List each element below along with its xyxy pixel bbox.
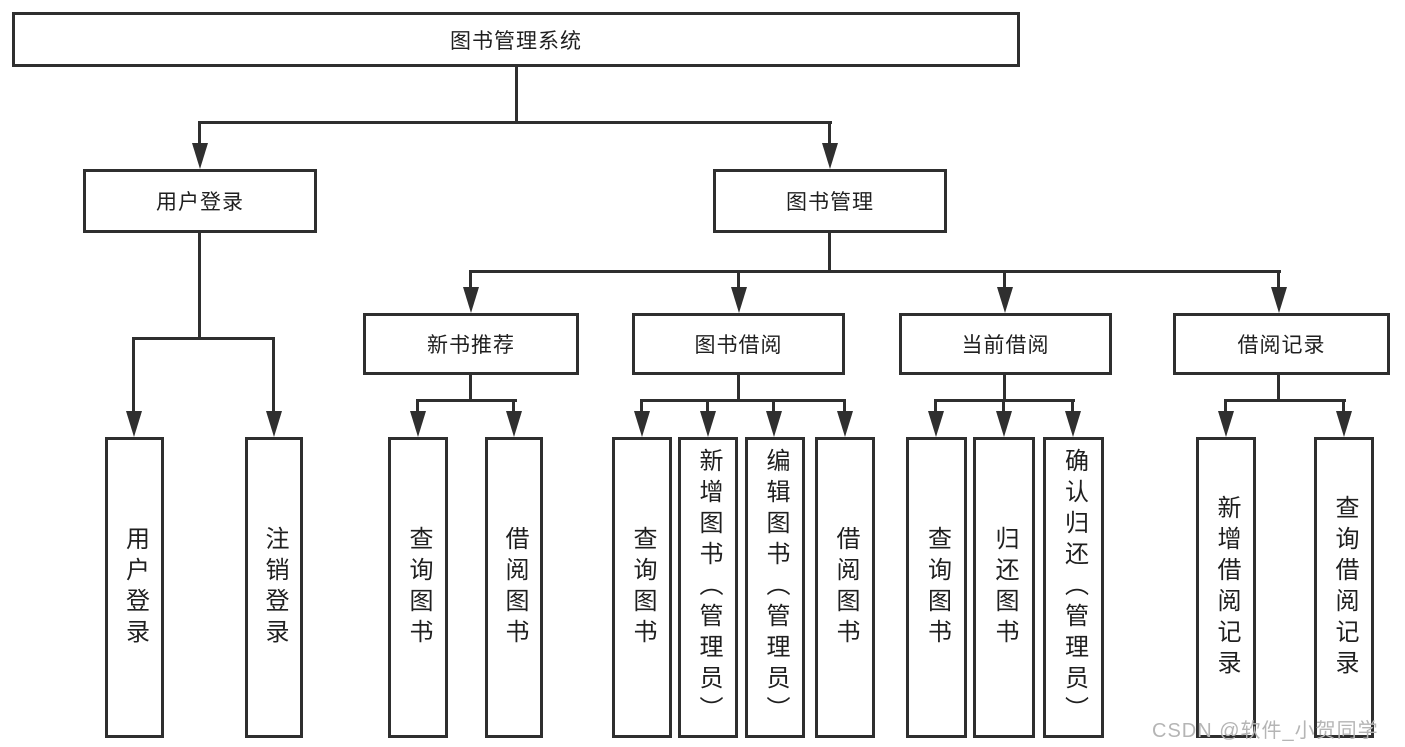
leaf-confirm-return-admin-label: 确认归还（管理员） [1060, 448, 1088, 727]
leaf-edit-book-admin-label: 编辑图书（管理员） [762, 448, 789, 727]
node-user-login: 用户登录 [83, 169, 317, 233]
tree-arrowhead-down [192, 143, 208, 169]
leaf-query-books-recommend-label: 查询图书 [405, 525, 432, 650]
tree-connector-line [198, 121, 201, 147]
tree-connector-line [772, 399, 775, 413]
leaf-query-books-borrowing: 查询图书 [612, 437, 672, 738]
leaf-user-login: 用户登录 [105, 437, 164, 738]
leaf-query-books-current-label: 查询图书 [923, 525, 951, 650]
tree-connector-line [469, 270, 1281, 273]
tree-connector-line [737, 270, 740, 290]
tree-arrowhead-down [634, 411, 650, 437]
tree-arrowhead-down [928, 411, 944, 437]
tree-connector-line [198, 233, 201, 340]
leaf-query-books-borrowing-label: 查询图书 [629, 525, 656, 650]
tree-connector-line [132, 337, 275, 340]
tree-connector-line [1277, 375, 1280, 401]
tree-arrowhead-down [1271, 287, 1287, 313]
tree-connector-line [132, 337, 135, 412]
node-borrowing-records: 借阅记录 [1173, 313, 1390, 375]
tree-connector-line [828, 233, 831, 273]
node-root: 图书管理系统 [12, 12, 1020, 67]
leaf-query-borrow-record: 查询借阅记录 [1314, 437, 1374, 738]
tree-arrowhead-down [126, 411, 142, 437]
leaf-query-borrow-record-label: 查询借阅记录 [1331, 494, 1358, 681]
tree-connector-line [512, 399, 515, 413]
leaf-edit-book-admin: 编辑图书（管理员） [745, 437, 805, 738]
tree-connector-line [515, 67, 518, 124]
tree-arrowhead-down [506, 411, 522, 437]
tree-connector-line [416, 399, 419, 413]
tree-connector-line [1071, 399, 1074, 413]
tree-connector-line [416, 399, 517, 402]
leaf-add-book-admin: 新增图书（管理员） [678, 437, 738, 738]
leaf-add-borrow-record-label: 新增借阅记录 [1213, 494, 1240, 681]
tree-arrowhead-down [1218, 411, 1234, 437]
node-current-borrowing: 当前借阅 [899, 313, 1112, 375]
tree-connector-line [1224, 399, 1346, 402]
tree-arrowhead-down [1336, 411, 1352, 437]
tree-arrowhead-down [766, 411, 782, 437]
tree-connector-line [934, 399, 937, 413]
leaf-return-book: 归还图书 [973, 437, 1035, 738]
tree-connector-line [1224, 399, 1227, 413]
leaf-return-book-label: 归还图书 [991, 525, 1018, 650]
tree-arrowhead-down [266, 411, 282, 437]
node-new-book-recommendation: 新书推荐 [363, 313, 579, 375]
leaf-borrow-books-recommend: 借阅图书 [485, 437, 543, 738]
leaf-query-books-recommend: 查询图书 [388, 437, 448, 738]
tree-arrowhead-down [463, 287, 479, 313]
tree-connector-line [640, 399, 846, 402]
tree-connector-line [272, 337, 275, 412]
tree-connector-line [1003, 375, 1006, 401]
tree-arrowhead-down [837, 411, 853, 437]
leaf-confirm-return-admin: 确认归还（管理员） [1043, 437, 1104, 738]
tree-connector-line [843, 399, 846, 413]
leaf-borrow-books-recommend-label: 借阅图书 [501, 525, 528, 650]
node-book-borrowing: 图书借阅 [632, 313, 845, 375]
tree-arrowhead-down [822, 143, 838, 169]
leaf-user-login-label: 用户登录 [121, 525, 149, 650]
csdn-watermark: CSDN @软件_小贺同学 [1152, 720, 1379, 742]
leaf-add-book-admin-label: 新增图书（管理员） [695, 448, 722, 727]
tree-arrowhead-down [997, 287, 1013, 313]
tree-connector-line [828, 121, 831, 147]
tree-connector-line [640, 399, 643, 413]
tree-arrowhead-down [996, 411, 1012, 437]
leaf-query-books-current: 查询图书 [906, 437, 967, 738]
leaf-logout-label: 注销登录 [261, 525, 288, 650]
tree-connector-line [1342, 399, 1345, 413]
leaf-borrow-books-borrowing: 借阅图书 [815, 437, 875, 738]
tree-arrowhead-down [731, 287, 747, 313]
tree-arrowhead-down [700, 411, 716, 437]
leaf-borrow-books-borrowing-label: 借阅图书 [832, 525, 859, 650]
node-book-management: 图书管理 [713, 169, 947, 233]
leaf-add-borrow-record: 新增借阅记录 [1196, 437, 1256, 738]
tree-connector-line [1277, 270, 1280, 290]
tree-connector-line [706, 399, 709, 413]
tree-connector-line [469, 375, 472, 401]
tree-connector-line [469, 270, 472, 290]
tree-connector-line [198, 121, 832, 124]
tree-connector-line [737, 375, 740, 401]
tree-connector-line [1002, 399, 1005, 413]
tree-arrowhead-down [1065, 411, 1081, 437]
leaf-logout: 注销登录 [245, 437, 303, 738]
tree-arrowhead-down [410, 411, 426, 437]
tree-connector-line [1003, 270, 1006, 290]
